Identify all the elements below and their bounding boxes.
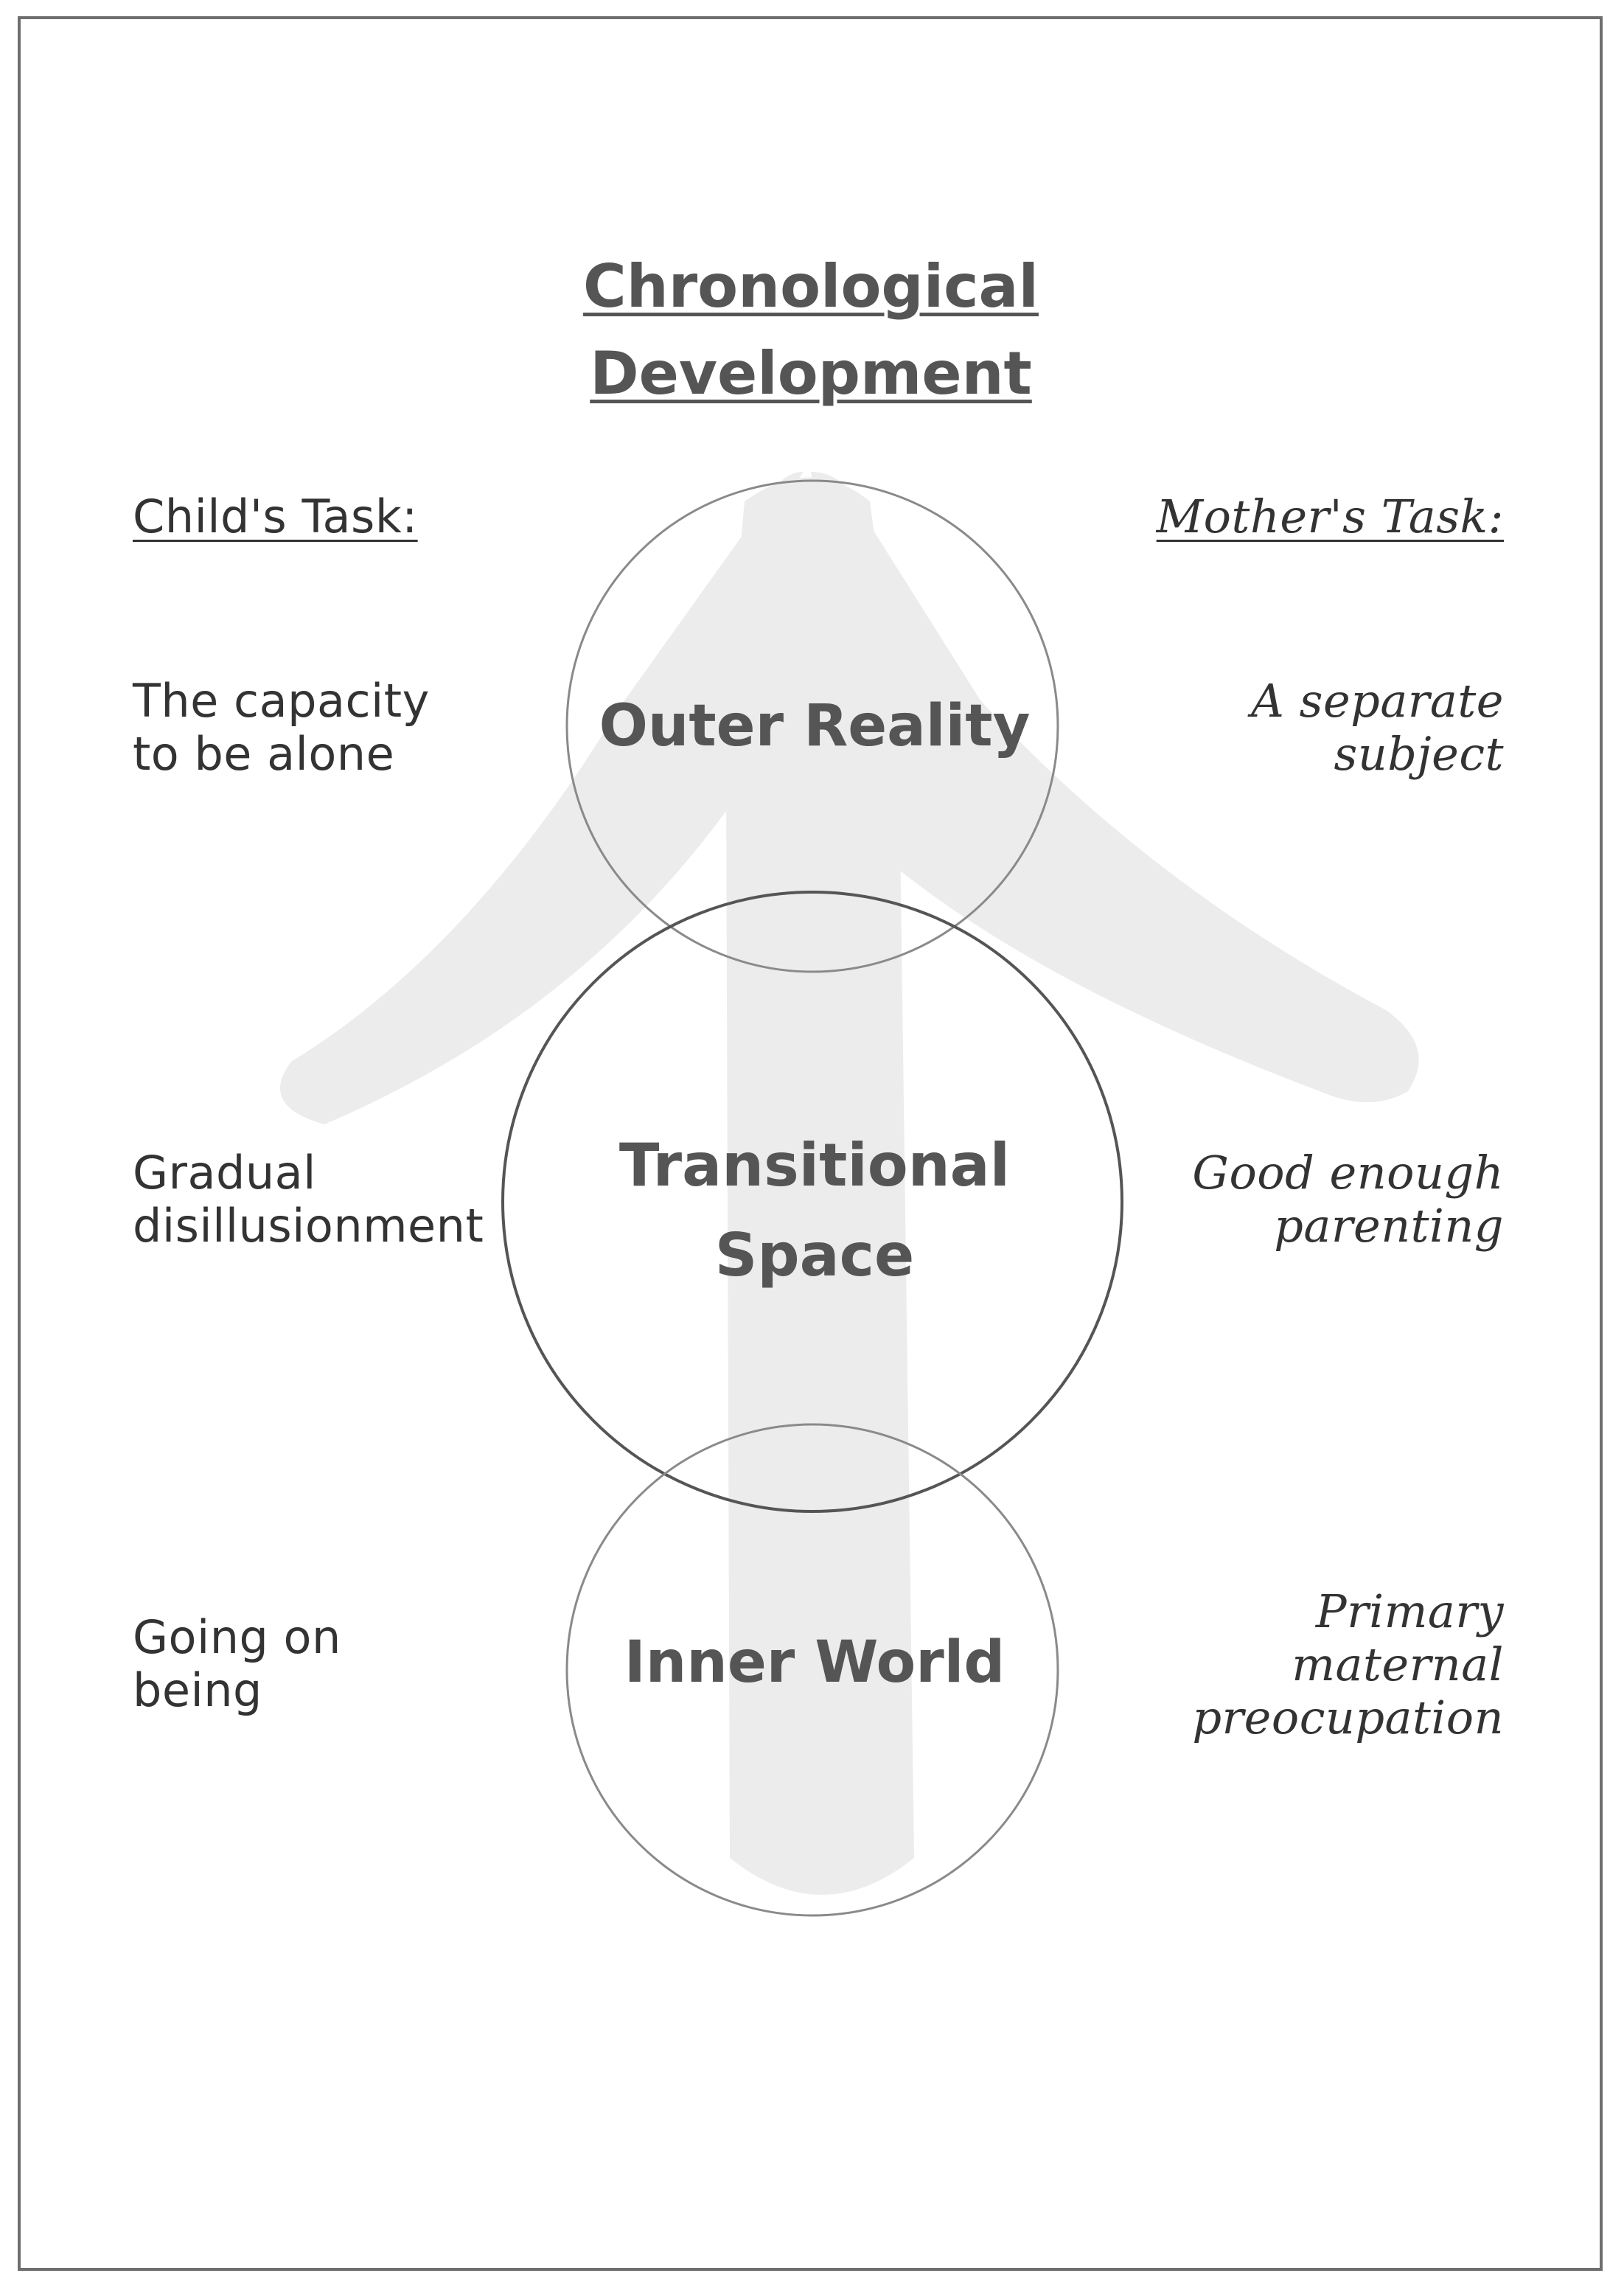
arrow-tip: [719, 477, 907, 782]
mother-task-3: Primary maternal preocupation: [1091, 1585, 1504, 1744]
diagram-title: Chronological Development: [442, 243, 1179, 417]
growth-arrow-shape: [280, 472, 1419, 1895]
transitional-space-circle: [501, 891, 1123, 1513]
arrow-shaft: [726, 782, 914, 1895]
mother-task-2: Good enough parenting: [1091, 1146, 1504, 1253]
child-task-1-line-2: to be alone: [133, 727, 395, 781]
title-line-1: Chronological: [583, 252, 1039, 321]
arrow-right-arm: [811, 472, 1419, 1102]
transitional-label-line-2: Space: [714, 1221, 915, 1290]
arrow-left-arm: [280, 472, 804, 1124]
mother-task-1-line-1: A separate: [1251, 674, 1504, 728]
transitional-space-label: Transitional Space: [531, 1121, 1098, 1301]
mother-task-3-line-3: preocupation: [1192, 1691, 1504, 1744]
title-line-2: Development: [590, 339, 1032, 408]
outer-reality-circle: [565, 479, 1059, 973]
child-task-heading: Child's Task:: [133, 490, 418, 543]
mother-task-2-line-2: parenting: [1274, 1199, 1504, 1253]
child-task-2-line-2: disillusionment: [133, 1199, 484, 1253]
mother-task-2-line-1: Good enough: [1192, 1146, 1504, 1200]
child-task-2: Gradual disillusionment: [133, 1146, 484, 1253]
child-task-3: Going on being: [133, 1611, 341, 1717]
mother-task-3-line-2: maternal: [1292, 1638, 1504, 1691]
child-task-3-line-1: Going on: [133, 1610, 341, 1664]
transitional-label-line-1: Transitional: [618, 1131, 1011, 1200]
child-task-2-line-1: Gradual: [133, 1146, 316, 1200]
mother-task-3-line-1: Primary: [1315, 1584, 1504, 1638]
mother-task-1: A separate subject: [1091, 675, 1504, 781]
mother-task-1-line-2: subject: [1334, 727, 1504, 781]
child-task-1-line-1: The capacity: [133, 674, 430, 728]
mother-task-heading: Mother's Task:: [1156, 490, 1504, 543]
inner-world-circle: [565, 1423, 1059, 1917]
child-task-3-line-2: being: [133, 1663, 262, 1717]
inner-world-label: Inner World: [624, 1629, 1006, 1696]
child-task-1: The capacity to be alone: [133, 675, 430, 781]
outer-reality-label: Outer Reality: [599, 693, 1031, 759]
